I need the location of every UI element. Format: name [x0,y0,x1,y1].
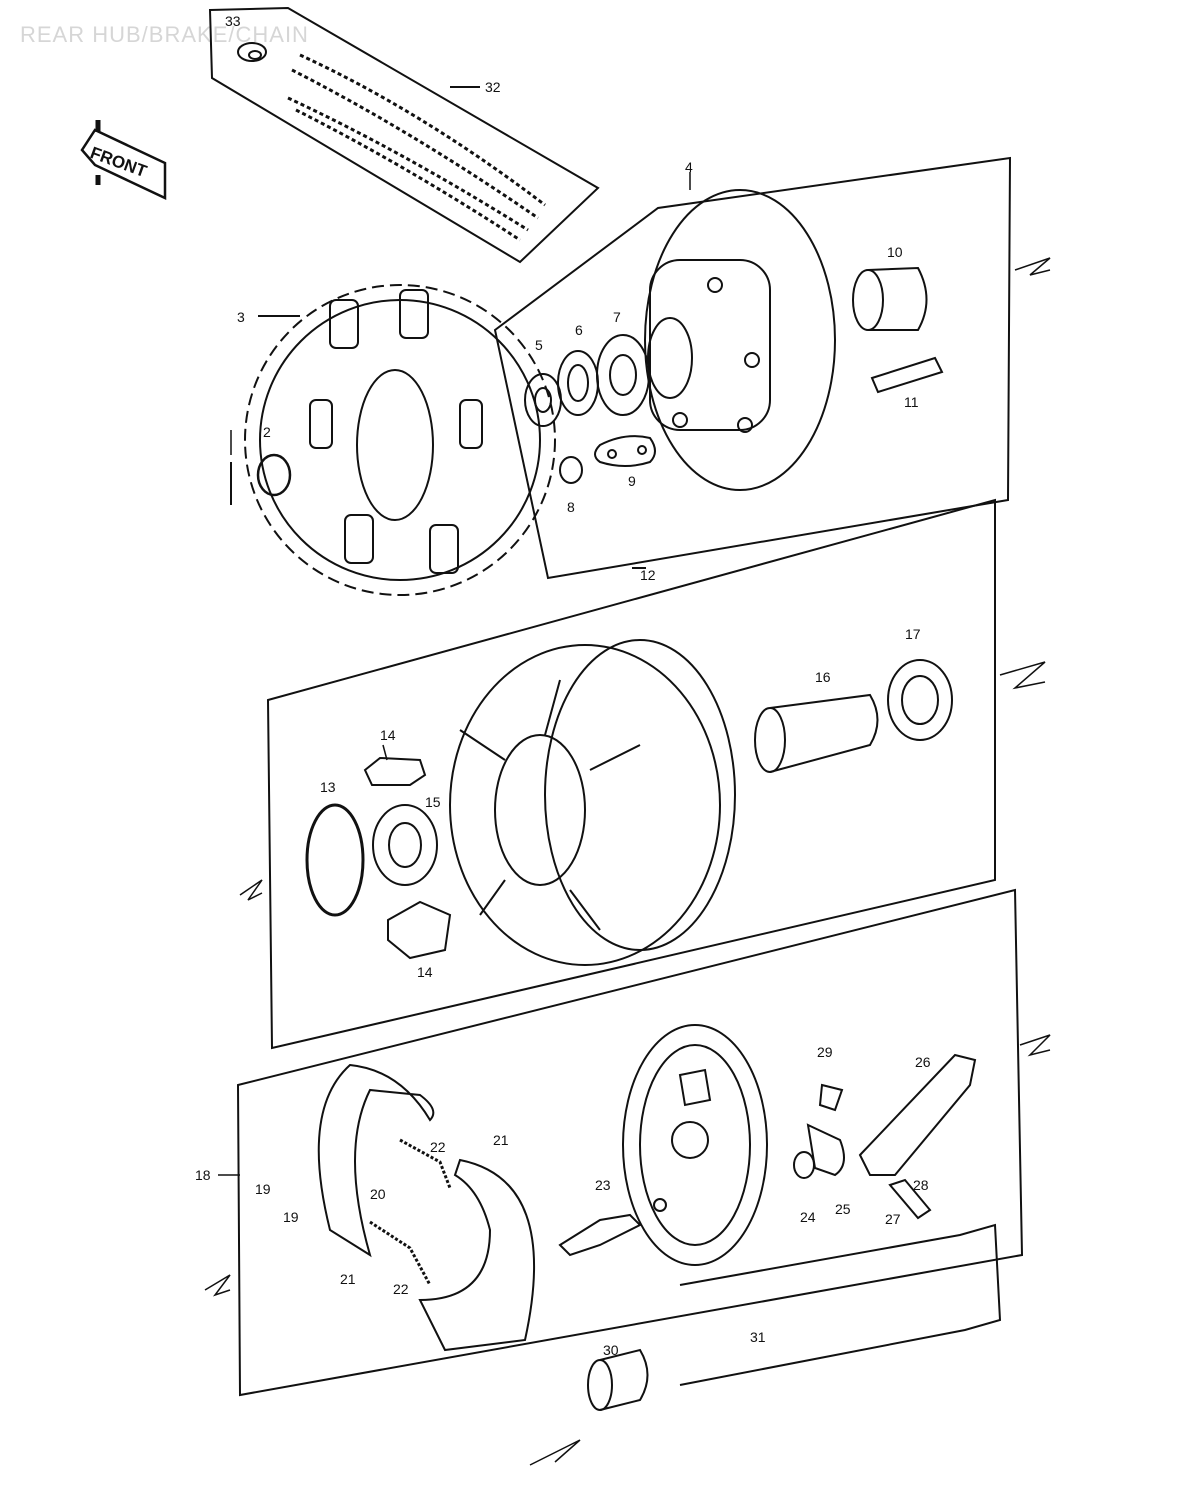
callout-28: 28 [913,1177,929,1193]
callout-15: 15 [425,794,441,810]
cam-lever-26 [858,1053,977,1176]
diagram-title: REAR HUB/BRAKE/CHAIN [20,22,309,47]
callout-13: 13 [320,779,336,795]
chain-master-link [237,42,267,62]
callout-30: 30 [603,1342,619,1358]
callout-8: 8 [567,499,575,515]
callout-12: 12 [640,567,656,583]
brake-panel [236,888,1024,1397]
circlip [305,803,365,917]
callout-2: 2 [263,424,271,440]
callout-26: 26 [915,1054,931,1070]
brake-cam [558,1213,642,1257]
cam-spacer-29 [818,1083,844,1112]
callout-11: 11 [904,394,919,410]
callout-19-upper: 19 [255,1181,271,1197]
brake-shoe-upper [317,1063,435,1258]
callout-22-lower: 22 [393,1281,409,1297]
callout-14-upper: 14 [380,727,396,743]
right-hub-bearing [887,659,953,741]
coupling-bolt [870,356,944,394]
damper-upper [363,756,427,786]
callout-24: 24 [800,1209,816,1225]
callout-16: 16 [815,669,831,685]
callout-25: 25 [835,1201,851,1217]
shoe-spring-lower [369,1220,432,1286]
callout-32: 32 [485,79,501,95]
callout-33: 33 [225,13,241,29]
hub-panel [266,498,996,1050]
oil-seal [524,373,562,427]
axle-sleeve [754,693,879,773]
callout-4: 4 [685,159,693,175]
callout-31: 31 [750,1329,766,1345]
sprocket-nut [230,430,292,505]
chain-panel [208,6,600,264]
callout-5: 5 [535,337,543,353]
damper-lower [387,900,452,960]
callout-10: 10 [887,244,903,260]
callout-19-lower: 19 [283,1209,299,1225]
coupling-nut [559,456,583,484]
rear-sprocket [244,284,556,596]
coupling-panel [493,156,1012,580]
shoe-spring-upper [399,1138,452,1189]
axle-collar-30 [587,1348,649,1411]
callout-27: 27 [885,1211,901,1227]
coupling-bearing [596,334,650,416]
callout-6: 6 [575,322,583,338]
callout-3: 3 [237,309,245,325]
callout-20: 20 [370,1186,386,1202]
indicator-plate [806,1123,845,1177]
callout-23: 23 [595,1177,611,1193]
drive-chain [287,53,546,242]
brake-shoe-lower [418,1158,536,1352]
front-arrow-sign: FRONT [80,120,167,200]
collar [557,350,599,416]
lever-bolt [888,1178,932,1220]
rear-axle [679,1223,1002,1386]
left-hub-bearing [372,804,438,886]
cam-washer [793,1151,815,1179]
callout-29: 29 [817,1044,833,1060]
callout-18: 18 [195,1167,211,1183]
callout-17: 17 [905,626,921,642]
sprocket-coupling [644,189,836,491]
callout-22-upper: 22 [430,1139,446,1155]
callout-21-lower: 21 [340,1271,356,1287]
callout-21-upper: 21 [493,1132,509,1148]
callout-14-lower: 14 [417,964,433,980]
lock-plate [594,435,656,467]
brake-panel-plate [622,1024,768,1266]
callout-9: 9 [628,473,636,489]
coupling-sleeve [852,266,928,331]
rear-hub [449,639,736,966]
callout-7: 7 [613,309,621,325]
